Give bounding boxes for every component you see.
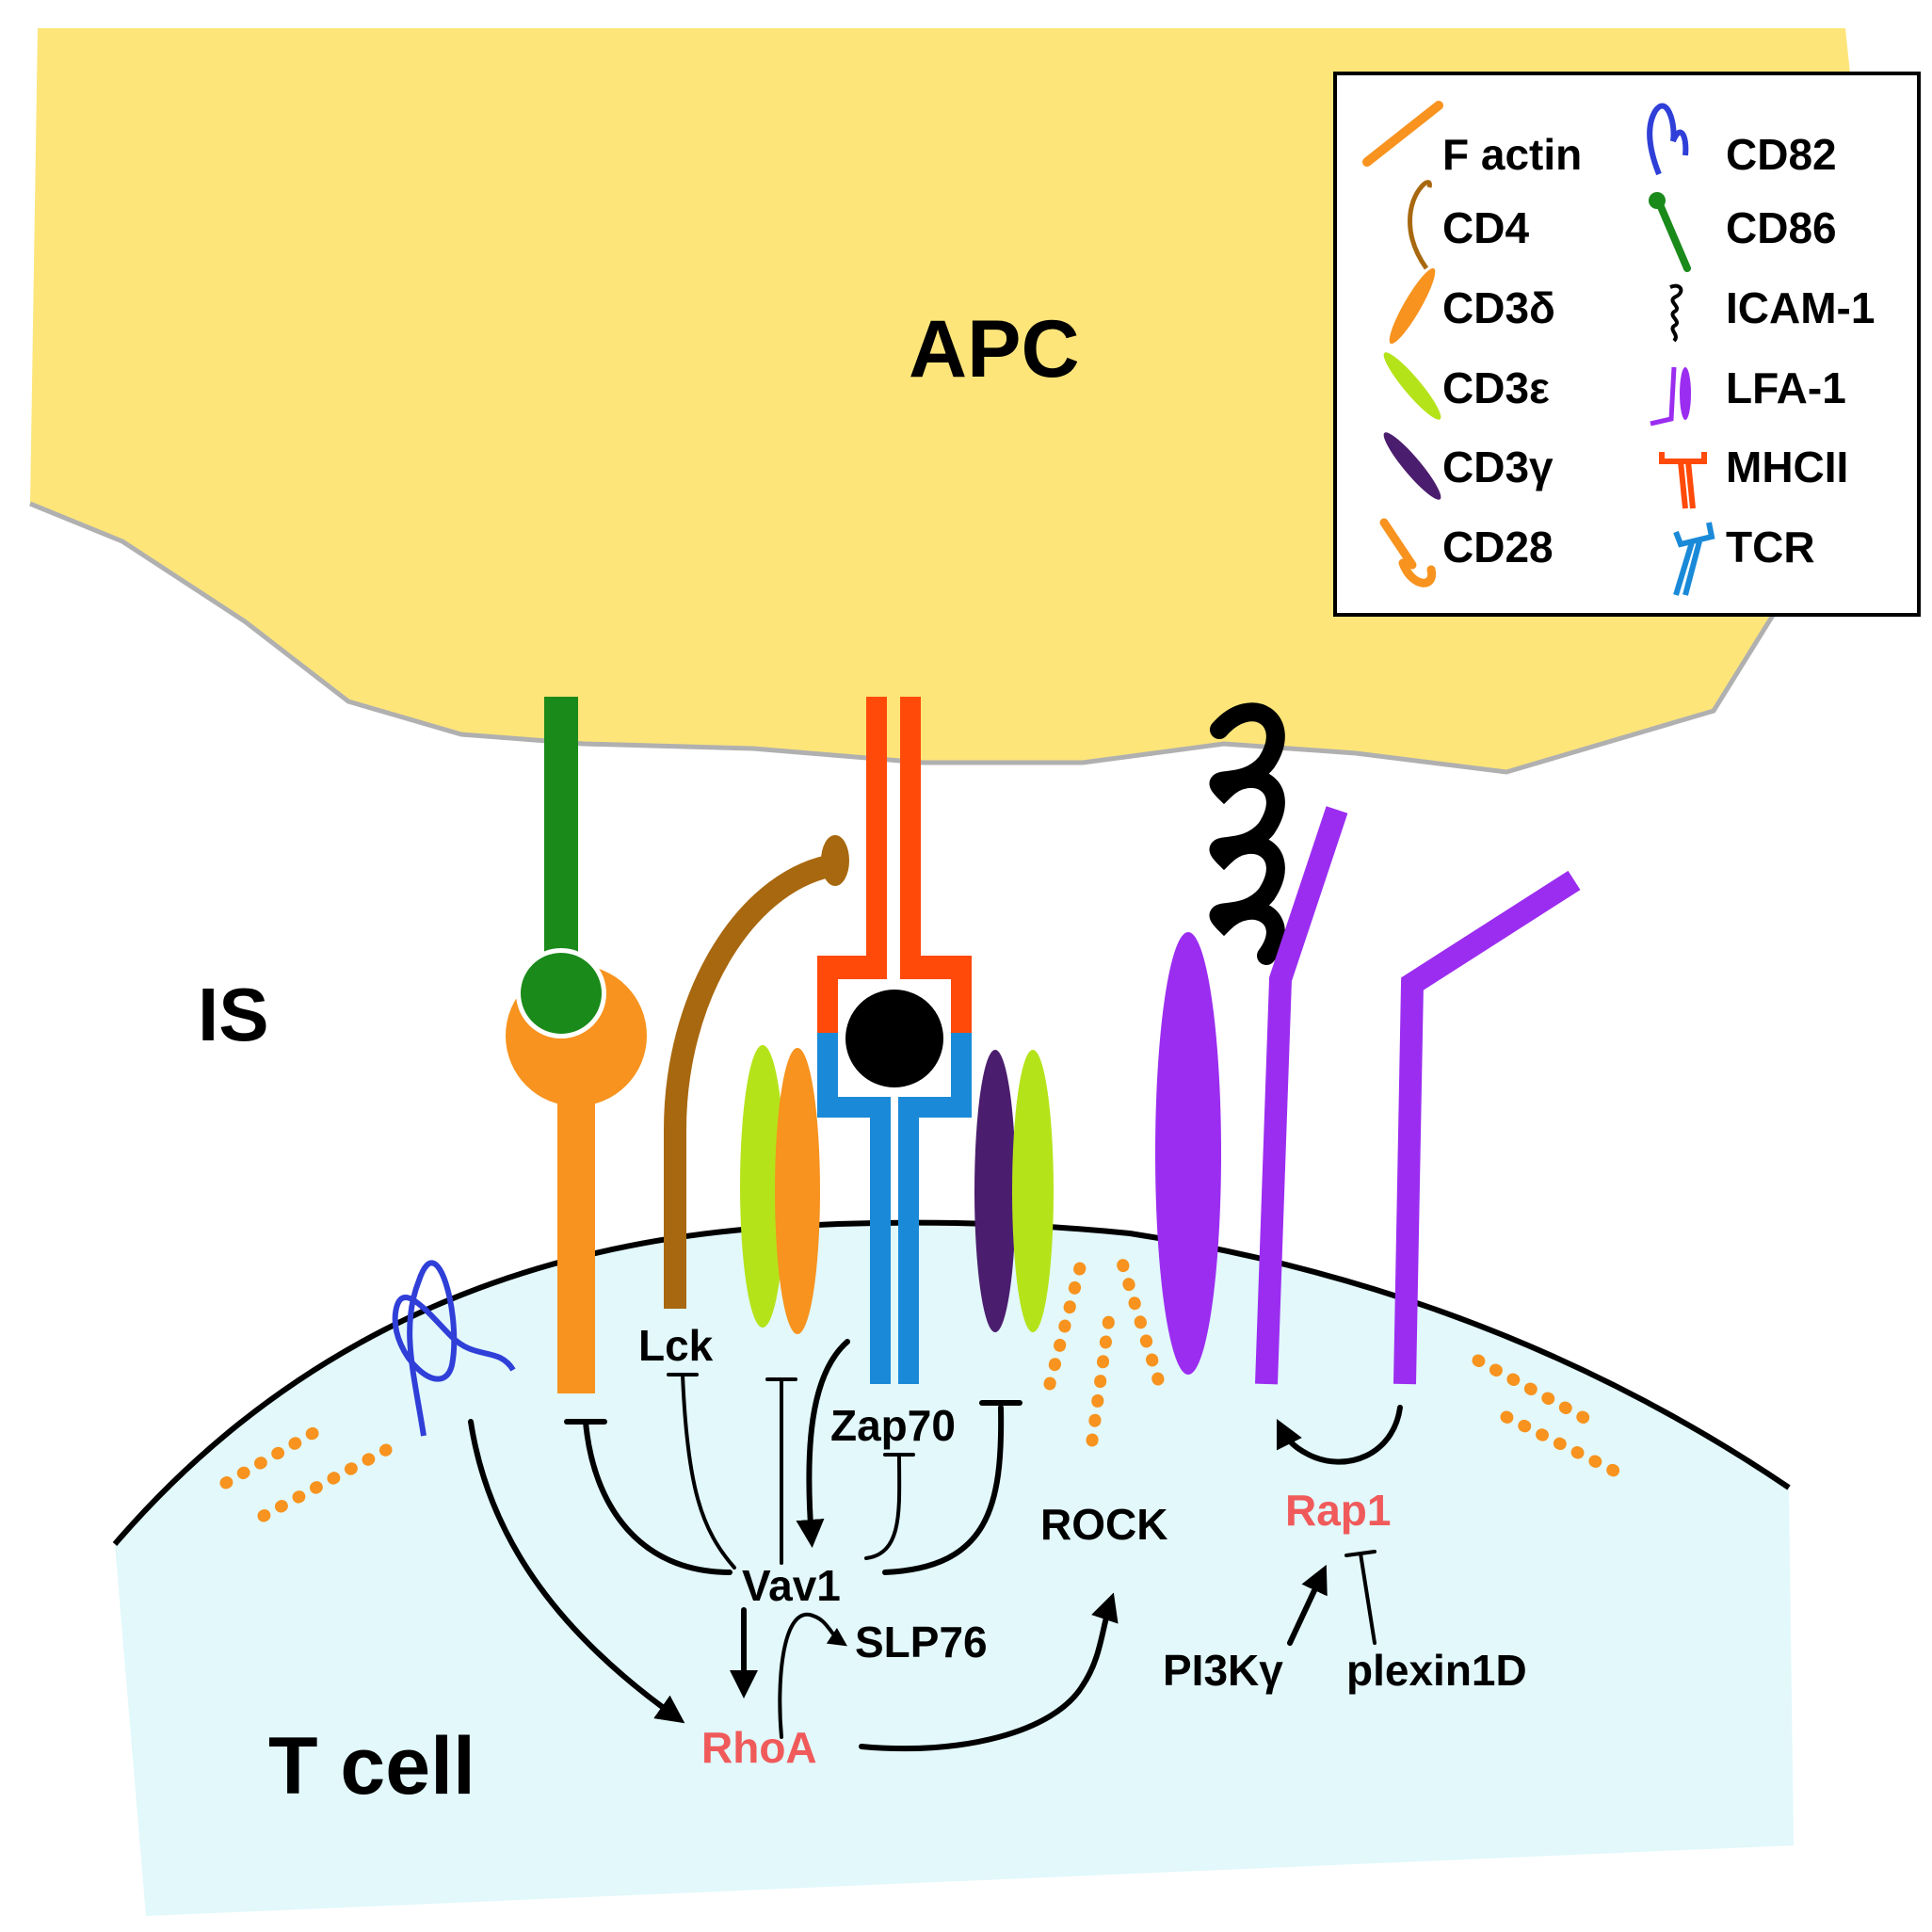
mhcii-molecule [817,697,972,1033]
legend-label-cd86: CD86 [1726,203,1837,252]
mhcii-icon [1659,452,1707,509]
t-cell-membrane [112,1219,1791,1546]
cd82-icon [1647,103,1689,176]
cd3-delta [775,1048,820,1334]
lfa1-icon [1650,366,1691,427]
apc-label: APC [909,304,1080,394]
tcr-molecule [817,1033,972,1384]
legend-label-cd3-epsilon: CD3ε [1442,363,1550,412]
icam1-icon [1669,283,1683,343]
cd4-molecule [664,835,849,1309]
cd3-gamma [974,1050,1016,1332]
legend-label-lfa1: LFA-1 [1726,363,1846,412]
apc-membrane [29,497,1896,775]
t-cell-label: T cell [268,1721,475,1811]
zap70-label: Zap70 [830,1401,956,1450]
legend-label-cd3-gamma: CD3γ [1442,443,1554,491]
plexin1d-label: plexin1D [1346,1646,1527,1695]
signal-arrows [468,1339,1403,1752]
legend-label-tcr: TCR [1726,523,1815,572]
cd3-epsilon-icon [1383,352,1441,420]
cd3-epsilon-left [740,1045,785,1328]
pi3k-gamma-label: PI3Kγ [1163,1646,1283,1695]
cd86-icon [1649,192,1691,272]
f-actin-right [1472,1354,1635,1485]
antigen-peptide [845,990,943,1087]
legend: F actin CD4 CD3δ CD3ε CD3γ CD28 CD82 CD8… [1333,72,1921,617]
rhoa-label: RhoA [701,1723,817,1772]
lfa1-molecule [1255,806,1581,1385]
rap1-label: Rap1 [1285,1486,1391,1535]
f-actin-icon [1362,101,1443,167]
slp76-label: SLP76 [855,1618,988,1666]
lck-label: Lck [638,1321,714,1370]
cd4-icon [1408,180,1432,270]
legend-label-icam1: ICAM-1 [1726,283,1875,332]
icam1-molecule [1209,702,1285,965]
cd3-gamma-icon [1383,432,1441,500]
legend-label-mhcii: MHCII [1726,443,1848,491]
cd28-icon [1379,518,1437,588]
cd28-cd86-complex [506,697,647,1393]
legend-label-cd28: CD28 [1442,523,1554,572]
cd82-molecule [392,1260,516,1437]
is-label: IS [198,973,269,1056]
tcr-icon [1673,522,1715,596]
lfa1-ellipse [1155,932,1221,1375]
legend-label-f-actin: F actin [1442,130,1582,179]
legend-label-cd82: CD82 [1726,130,1837,179]
cd3-epsilon-right [1012,1050,1054,1332]
f-actin-left [219,1420,393,1522]
f-actin-middle [1043,1250,1165,1447]
cd3-delta-icon [1389,267,1436,345]
legend-label-cd4: CD4 [1442,203,1529,252]
rock-label: ROCK [1040,1500,1167,1549]
legend-label-cd3-delta: CD3δ [1442,283,1555,332]
vav1-label: Vav1 [742,1561,841,1610]
t-cell [115,1222,1794,1916]
